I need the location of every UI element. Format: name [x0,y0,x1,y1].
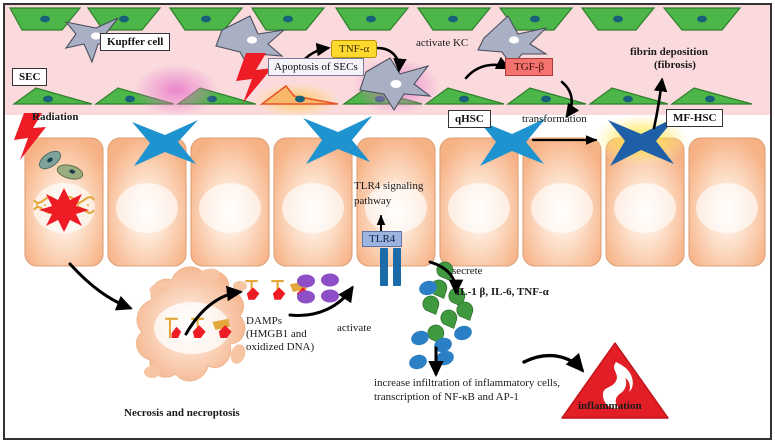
sec-cell [334,7,410,31]
arrow-necrosis-to-damps [184,285,243,336]
cell-debris [196,268,220,284]
damps-particles [245,273,339,304]
mitochondrion-icon [38,150,62,170]
arrow-secrete [428,260,464,295]
lightning-bolt-icon [14,113,46,160]
arrow-mfhsc-to-fibrin [652,77,668,130]
label-activate: activate [337,322,372,334]
dna-damage-burst-icon [39,188,89,232]
sec-cell [588,87,669,105]
label-mf-hsc: MF-HSC [666,109,724,127]
label-tgf-beta: TGF-β [505,58,554,76]
mfhsc-star [608,117,676,166]
label-cytokines: IL-1 β, IL-6, TNF-α [456,286,549,298]
inflammation-triangle-icon [561,342,669,419]
kupffer-cell [477,15,548,67]
released-damp-molecules [165,317,232,339]
label-radiation: Radiation [32,111,79,123]
hsc-star [303,116,372,164]
myofibroblastic-hsc-group [593,114,689,166]
kupffer-cell-activated [134,64,218,116]
kupffer-cell-top-group [64,15,548,67]
radiation-bolt-group [14,53,272,160]
sec-cell [8,7,82,31]
oxidized-dna-particles [297,273,339,304]
sec-cell-apoptotic [250,82,342,118]
label-secrete: secrete [452,265,483,277]
irradiated-hepatocyte-contents [33,150,95,232]
cell-debris [230,344,246,364]
hepatocyte-cell [190,137,270,267]
mitochondrion-icon [56,164,84,180]
label-outcome-line2: transcription of NF-κB and AP-1 [374,391,519,403]
arrow-outcome-to-inflammation [522,352,585,373]
label-damps-line3: oxidized DNA) [246,341,315,353]
lightning-bolt-icon [236,53,272,103]
hsc-star [478,118,546,166]
label-tlr4-signaling-line1: TLR4 signaling [354,180,424,192]
sec-cell [662,7,742,31]
label-qhsc: qHSC [448,110,491,128]
arrow-damps-to-tlr4 [288,285,354,317]
sec-top-row [8,7,742,31]
cell-debris [233,281,247,291]
sec-cell [506,87,587,105]
label-necrosis: Necrosis and necroptosis [124,407,240,419]
arrow-kc-to-tgf [464,56,511,80]
hepatocyte-cell [688,137,766,267]
hepatocyte-cell [439,137,519,267]
tlr4-receptor-stems [380,248,401,286]
hepatocyte-cell [107,137,187,267]
arrow-hepatocyte-to-necrosis [68,262,133,311]
flame-icon [602,362,633,409]
hepatocyte-cell [522,137,602,267]
cell-debris [144,366,160,378]
label-tlr4: TLR4 [362,231,403,247]
arrow-tgf-to-qhsc [560,80,580,119]
sec-cell [580,7,656,31]
kupffer-cell [64,17,121,64]
arrow-tnf-to-kc [375,46,407,73]
label-activate-kc: activate KC [416,37,469,49]
label-fibrin-deposition-line1: fibrin deposition [630,46,708,58]
sec-cell [416,7,492,31]
label-damps-line2: (HMGB1 and [246,328,307,340]
label-inflammation: inflammation [578,400,642,412]
label-damps-line1: DAMPs [246,315,283,327]
sec-cell [670,87,753,105]
label-kupffer-cell: Kupffer cell [100,33,171,51]
cell-debris [149,281,171,295]
kupffer-cell [215,15,286,67]
kupffer-cell-activated-group [134,57,440,116]
label-outcome-line1: increase infiltration of inflammatory ce… [374,377,561,389]
label-fibrin-deposition-line2: (fibrosis) [654,59,696,71]
label-sec: SEC [12,68,48,86]
hepatocyte-cell [605,137,685,267]
hepatocyte-cell [273,137,353,267]
hsc-star [132,120,198,166]
cytokine-blue-group [409,280,472,370]
label-tlr4-signaling-line2: pathway [354,195,392,207]
kupffer-cell-activated [352,57,440,114]
quiescent-hsc-group [132,116,546,166]
label-transformation: transformation [522,113,587,125]
label-apoptosis-of-secs: Apoptosis of SECs [268,58,364,76]
sec-cell [250,7,326,31]
label-tnf-alpha: TNF-α [331,40,378,58]
sec-cell [12,87,93,105]
